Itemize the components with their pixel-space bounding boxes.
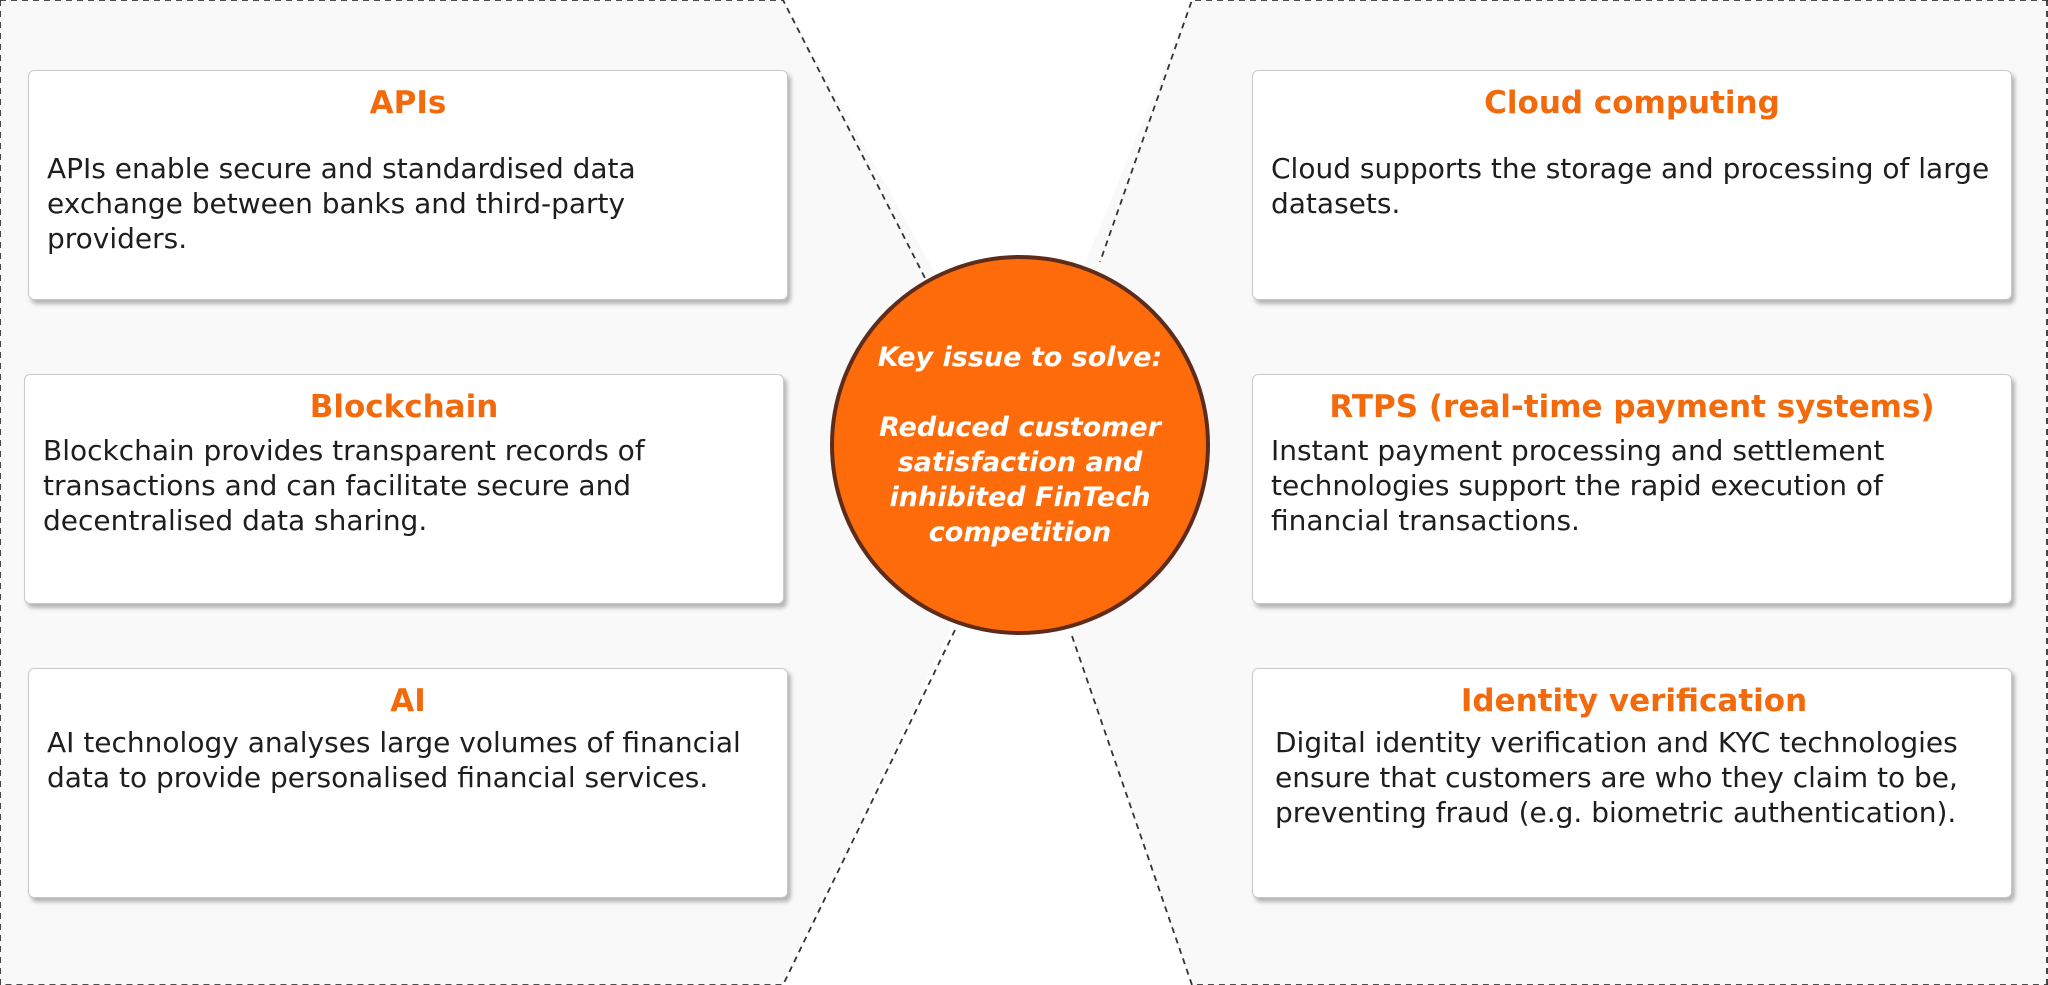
left-panel-border: [0, 0, 926, 279]
card-identity-body: Digital identity verification and KYC te…: [1275, 726, 1958, 829]
key-issue-label: Key issue to solve:: [877, 342, 1163, 373]
card-ai: AI AI technology analyses large volumes …: [28, 668, 788, 898]
card-cloud: Cloud computing Cloud supports the stora…: [1252, 70, 2012, 300]
card-ai-title: AI: [390, 683, 426, 719]
card-apis: APIs APIs enable secure and standardised…: [28, 70, 788, 300]
card-blockchain-title: Blockchain: [309, 389, 499, 425]
card-rtps: RTPS (real-time payment systems) Instant…: [1252, 374, 2012, 604]
key-issue-circle: Key issue to solve: Reduced customer sat…: [830, 255, 1210, 635]
card-blockchain: Blockchain Blockchain provides transpare…: [24, 374, 784, 604]
card-ai-body: AI technology analyses large volumes of …: [47, 726, 741, 794]
key-issue-text: Reduced customer satisfaction and inhibi…: [879, 412, 1161, 548]
card-identity-title: Identity verification: [1460, 683, 1808, 719]
card-blockchain-body: Blockchain provides transparent records …: [43, 434, 645, 537]
card-cloud-title: Cloud computing: [1484, 85, 1780, 121]
right-panel-border-bottom: [1071, 635, 2048, 985]
card-cloud-body: Cloud supports the storage and processin…: [1271, 152, 1990, 220]
card-apis-body: APIs enable secure and standardised data…: [47, 152, 636, 255]
card-rtps-body: Instant payment processing and settlemen…: [1271, 434, 1885, 537]
card-apis-title: APIs: [369, 85, 447, 121]
card-identity: Identity verification Digital identity v…: [1252, 668, 2012, 898]
card-rtps-title: RTPS (real-time payment systems): [1329, 389, 1935, 425]
